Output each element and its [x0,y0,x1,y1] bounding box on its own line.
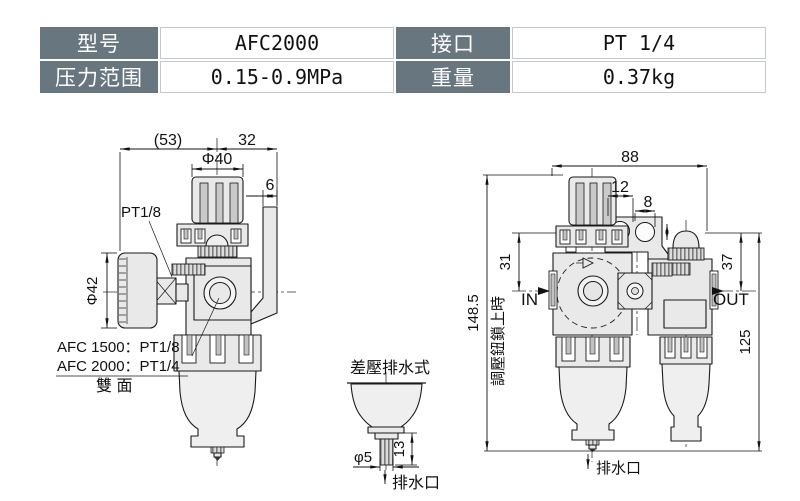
spec-value-weight: 0.37kg [512,61,766,93]
dim-d42: Φ42 [84,277,101,306]
dim-32: 32 [238,132,256,149]
mounting-bracket [250,206,278,325]
dim-88: 88 [621,149,639,166]
spec-table: 型号 AFC2000 接口 PT 1/4 压力范围 0.15-0.9MPa 重量… [40,27,766,93]
dim-6: 6 [266,177,275,194]
bonnet-ring-front [555,225,629,253]
spec-label-model: 型号 [40,27,158,59]
drain-port-label-right: 排水口 [596,460,641,477]
label-in: IN [521,290,538,309]
dim-12: 12 [611,179,629,196]
dim-d5: φ5 [354,449,372,466]
dim-d40: Φ40 [202,151,233,168]
spec-label-port: 接口 [396,27,510,59]
dim-13: 13 [391,441,408,458]
left-view-dimensions: (53) 32 Φ40 6 PT1/8 Φ42 [84,132,278,329]
union-fitting [153,277,189,305]
lubricator-bowl [659,336,713,442]
connector-nipple [651,262,673,277]
spec-label-pressure: 压力范围 [40,61,158,93]
bonnet-ring [176,223,249,247]
filter-bowl [173,334,262,461]
regulator-knob-front [568,176,617,226]
lubricator-dome-knob [672,230,700,249]
gauge-port-plug [617,272,653,310]
spec-value-pressure: 0.15-0.9MPa [160,61,394,93]
port-label-pt18: PT1/8 [121,204,161,221]
filter-bowl-front [555,336,631,452]
note-afc1500: AFC 1500：PT1/8 [57,339,180,356]
note-afc2000: AFC 2000：PT1/4 [57,358,180,375]
lock-nut [197,245,238,258]
note-double-side: 雙 面 [96,377,132,395]
drain-port-label-middle: 排水口 [392,474,440,492]
drain-stem [379,438,394,466]
left-side-view: (53) 32 Φ40 6 PT1/8 Φ42 AFC 1500：PT1/8 A… [56,132,296,466]
gauge-nut [171,263,206,276]
dim-8: 8 [644,194,653,211]
label-out: OUT [713,290,749,309]
right-view-dimensions: 88 12 8 31 37 125 148.5 調壓鈕鎖上時 IN OUT 排水… [465,149,762,477]
middle-view-dimensions: 13 φ5 排水口 [353,432,440,492]
drain-type-title: 差壓排水式 [350,359,430,377]
drain-bowl [350,383,423,428]
left-view-notes: AFC 1500：PT1/8 AFC 2000：PT1/4 雙 面 [56,297,220,395]
dim-31: 31 [497,254,514,271]
spec-value-model: AFC2000 [160,27,394,59]
dim-125: 125 [737,329,754,354]
dim-37: 37 [719,254,736,271]
knob-locked-note: 調壓鈕鎖上時 [490,296,507,386]
technical-drawings: (53) 32 Φ40 6 PT1/8 Φ42 AFC 1500：PT1/8 A… [56,132,762,492]
right-front-view: 88 12 8 31 37 125 148.5 調壓鈕鎖上時 IN OUT 排水… [465,149,762,477]
regulator-knob [191,176,244,224]
dim-53: (53) [154,132,182,149]
dim-148-5: 148.5 [465,294,482,332]
spec-value-port: PT 1/4 [512,27,766,59]
pressure-gauge [117,252,158,329]
spec-label-weight: 重量 [396,61,510,93]
drain-bowl-view: 差壓排水式 13 φ5 排水口 [347,359,440,492]
